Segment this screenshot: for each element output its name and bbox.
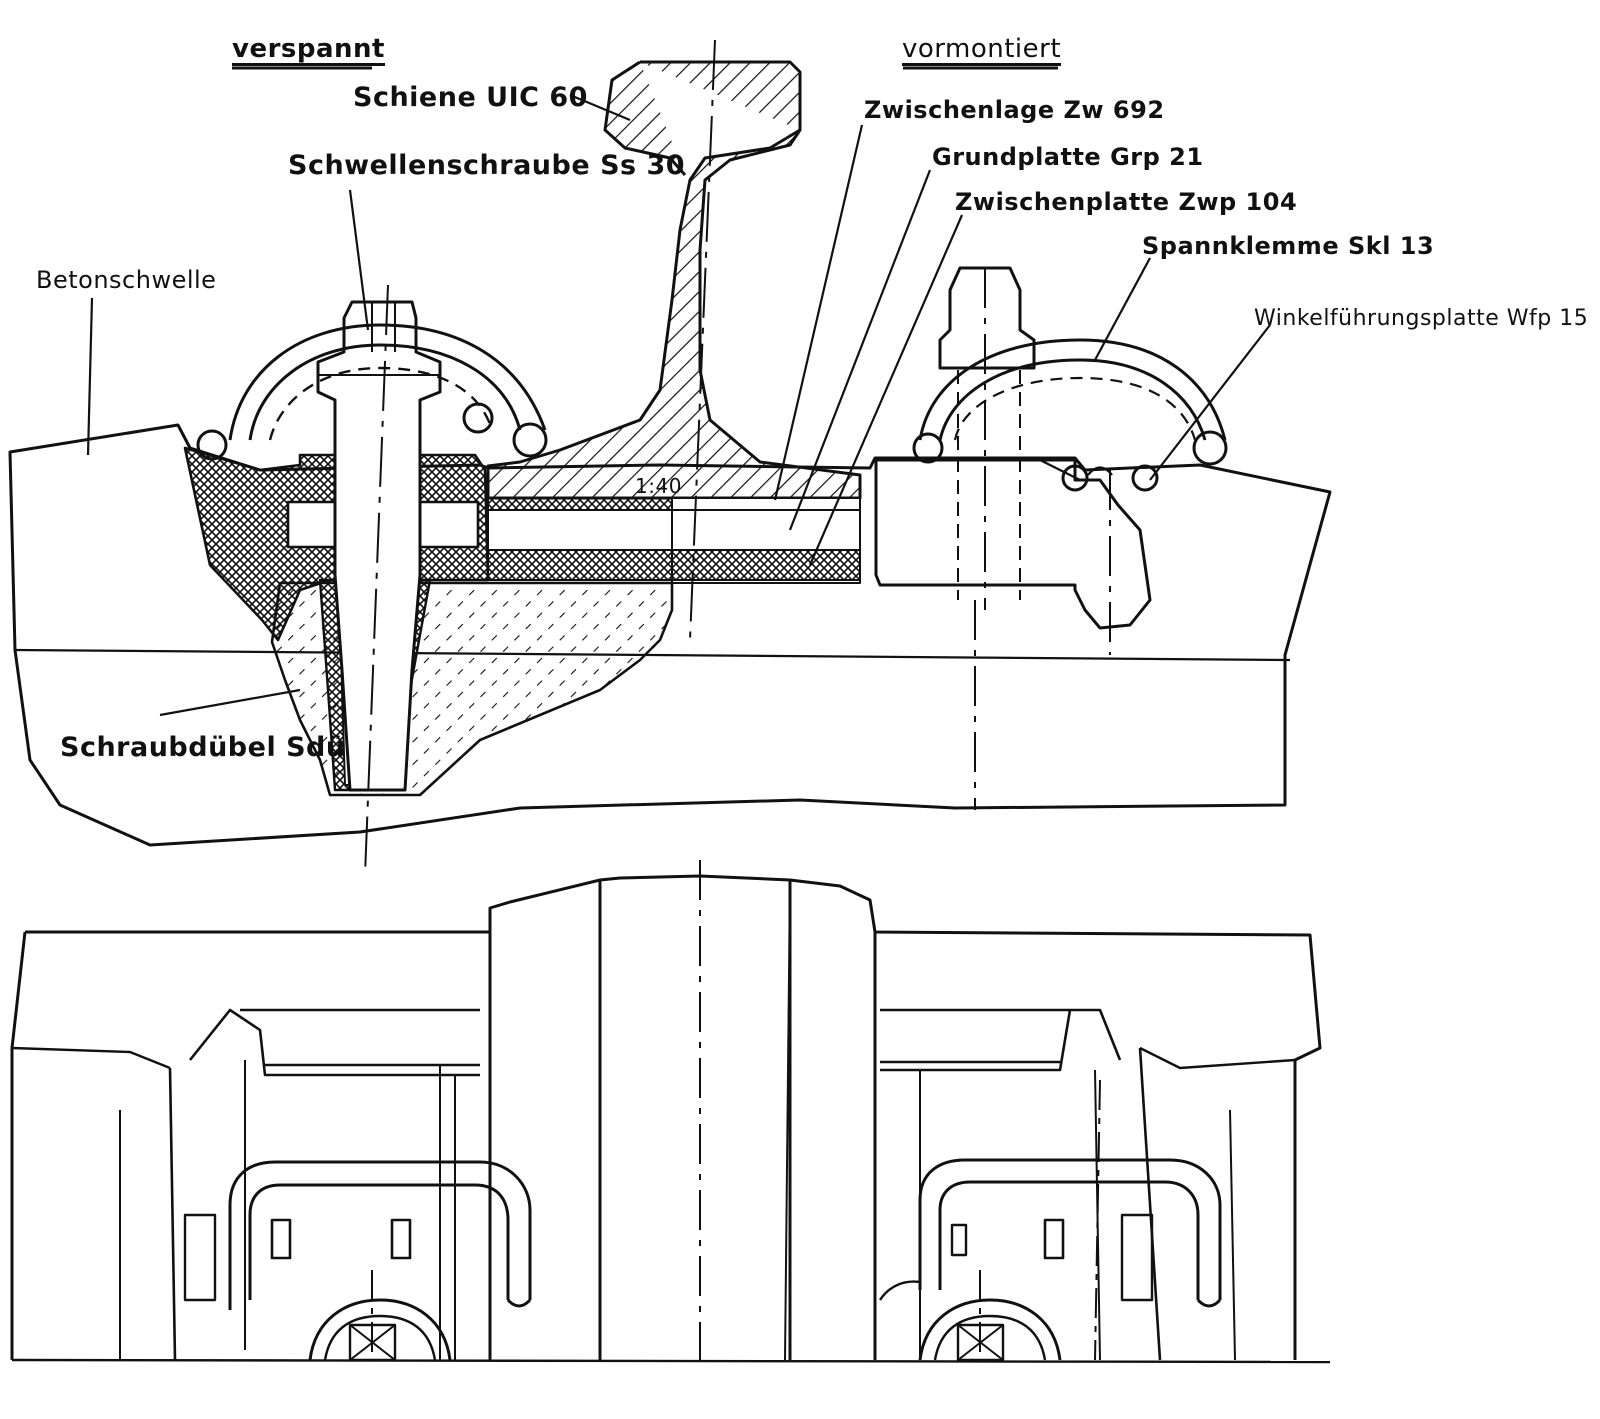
sleeper-screw-right xyxy=(938,266,1036,370)
plan-guide-plate-right xyxy=(880,1008,1162,1361)
heading-preassembled: vormontiert xyxy=(902,34,1062,64)
centerline-rail xyxy=(689,39,716,641)
heading-tensioned: verspannt xyxy=(232,34,385,64)
label-angled-guide-plate: Winkelführungsplatte Wfp 15 xyxy=(1254,306,1589,331)
plan-screw-right xyxy=(918,1298,1062,1361)
label-rail: Schiene UIC 60 xyxy=(353,82,588,113)
label-intermediate-plate: Zwischenplatte Zwp 104 xyxy=(955,188,1298,216)
plan-screw-left xyxy=(308,1298,452,1361)
sleeper-section-line xyxy=(14,648,1291,662)
plan-clamp-left xyxy=(228,1160,532,1310)
leader-concrete-sleeper xyxy=(86,297,94,456)
label-base-plate: Grundplatte Grp 21 xyxy=(932,143,1204,171)
leader-zw xyxy=(773,124,864,501)
label-sleeper-screw: Schwellenschraube Ss 30 xyxy=(288,150,686,181)
label-intermediate-layer: Zwischenlage Zw 692 xyxy=(864,96,1165,124)
sleeper-screw-left xyxy=(316,300,442,792)
leader-sleeper-screw xyxy=(348,189,370,331)
label-screw-dowel: Schraubdübel Sdü xyxy=(60,732,346,763)
label-tension-clamp: Spannklemme Skl 13 xyxy=(1142,232,1435,260)
plan-clamp-right xyxy=(918,1158,1222,1300)
leader-skl xyxy=(1094,257,1151,361)
leader-screw-dowel xyxy=(159,688,301,717)
plan-sleeper-outline xyxy=(25,874,1322,1360)
leader-wfp xyxy=(1149,324,1271,481)
leader-rail xyxy=(569,93,631,122)
tension-clamp-right xyxy=(918,338,1227,441)
leader-zwp xyxy=(808,214,964,566)
leader-grp xyxy=(788,169,932,531)
centerline-left-screw xyxy=(364,284,389,876)
label-inclination: 1:40 xyxy=(635,474,682,498)
angled-guide-plate-right xyxy=(874,458,1152,630)
rail-section xyxy=(486,60,862,500)
label-concrete-sleeper: Betonschwelle xyxy=(36,266,217,294)
plan-guide-plate-left xyxy=(168,1008,480,1361)
tension-clamp-left xyxy=(228,323,547,441)
